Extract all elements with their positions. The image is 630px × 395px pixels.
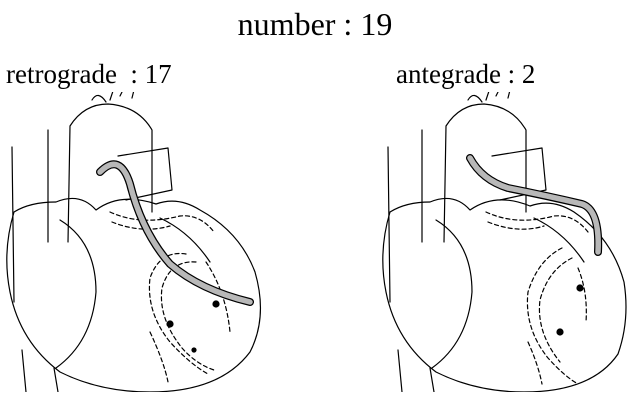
retrograde-heart-diagram — [0, 92, 270, 392]
lesion-marker — [167, 321, 173, 327]
superior-vena-cava — [388, 147, 390, 302]
arch-branch-vessels — [468, 92, 510, 102]
retrograde-catheter — [100, 164, 250, 302]
inferior-vena-cava — [22, 350, 58, 392]
lesion-marker — [213, 301, 219, 307]
antegrade-heart-diagram — [378, 92, 630, 392]
lesion-marker — [192, 348, 196, 352]
lesion-marker — [557, 329, 563, 335]
lesion-marker — [577, 285, 583, 291]
arch-branch-vessels — [92, 92, 134, 102]
antegrade-label: antegrade : 2 — [396, 58, 535, 90]
superior-vena-cava — [12, 147, 14, 302]
figure-title: number : 19 — [0, 4, 630, 44]
retrograde-label: retrograde : 17 — [6, 58, 172, 90]
coronary-vessels-dashed — [110, 212, 230, 382]
coronary-vessels-dashed — [486, 212, 588, 384]
inferior-vena-cava — [398, 350, 434, 392]
